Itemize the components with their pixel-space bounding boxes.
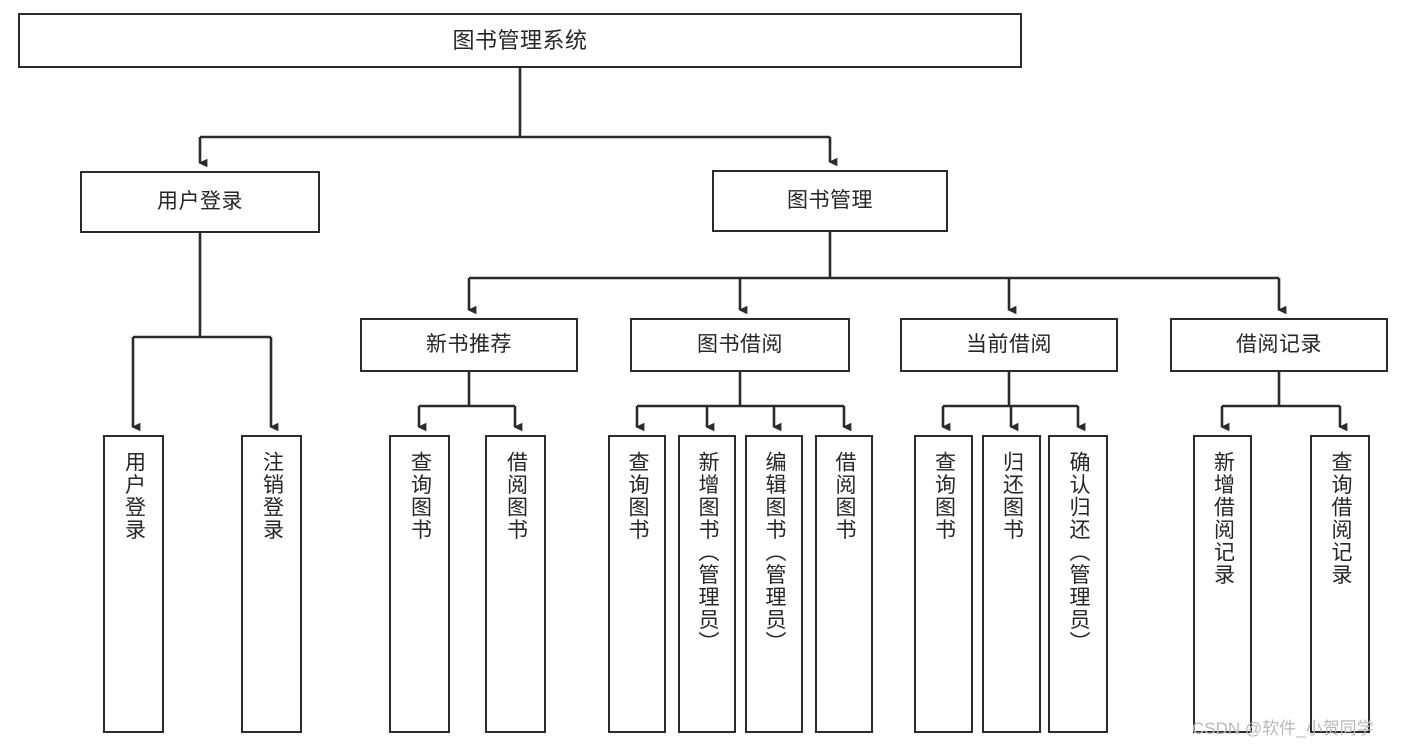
node-label: 新书推荐 [426, 332, 512, 356]
node-label: 查询图书 [932, 451, 956, 541]
node-label: 归还图书 [1000, 451, 1024, 541]
node-leaf-edit-book[interactable]: 编辑图书（管理员） [745, 435, 803, 733]
node-label: 查询图书 [408, 451, 432, 541]
node-label: 确认归还（管理员） [1067, 451, 1091, 654]
node-label: 用户登录 [157, 189, 243, 213]
node-leaf-confirm-return[interactable]: 确认归还（管理员） [1048, 435, 1108, 733]
node-leaf-add-book[interactable]: 新增图书（管理员） [678, 435, 736, 733]
node-label: 新增借阅记录 [1211, 451, 1235, 586]
node-label: 图书管理 [787, 188, 873, 212]
node-label: 当前借阅 [966, 332, 1052, 356]
node-label: 图书借阅 [697, 332, 783, 356]
node-label: 查询借阅记录 [1329, 451, 1353, 586]
node-label: 新增图书（管理员） [696, 451, 720, 654]
node-book-borrow[interactable]: 图书借阅 [630, 318, 850, 372]
node-label: 编辑图书（管理员） [763, 451, 787, 654]
node-leaf-return-book[interactable]: 归还图书 [982, 435, 1041, 733]
node-leaf-query-book-2[interactable]: 查询图书 [608, 435, 666, 733]
node-label: 借阅记录 [1236, 332, 1322, 356]
node-label: 借阅图书 [833, 451, 857, 541]
node-leaf-borrow-book-1[interactable]: 借阅图书 [485, 435, 546, 733]
node-new-book-recommend[interactable]: 新书推荐 [360, 318, 578, 372]
node-book-manage[interactable]: 图书管理 [712, 170, 948, 232]
node-leaf-query-book-1[interactable]: 查询图书 [389, 435, 450, 733]
node-leaf-user-logout[interactable]: 注销登录 [241, 435, 302, 733]
node-leaf-query-record[interactable]: 查询借阅记录 [1310, 435, 1370, 733]
csdn-watermark: CSDN @软件_小贺同学 [1192, 719, 1374, 738]
node-label: 借阅图书 [504, 451, 528, 541]
node-current-borrow[interactable]: 当前借阅 [900, 318, 1118, 372]
node-label: 用户登录 [122, 451, 146, 541]
node-label: 图书管理系统 [452, 27, 588, 53]
node-leaf-borrow-book-2[interactable]: 借阅图书 [815, 435, 873, 733]
node-label: 查询图书 [626, 451, 650, 541]
node-user-login[interactable]: 用户登录 [80, 171, 320, 233]
node-leaf-add-record[interactable]: 新增借阅记录 [1193, 435, 1252, 733]
node-leaf-user-login[interactable]: 用户登录 [103, 435, 164, 733]
node-borrow-record[interactable]: 借阅记录 [1170, 318, 1388, 372]
node-label: 注销登录 [260, 451, 284, 541]
node-root-system[interactable]: 图书管理系统 [18, 13, 1022, 68]
node-leaf-query-book-3[interactable]: 查询图书 [914, 435, 973, 733]
